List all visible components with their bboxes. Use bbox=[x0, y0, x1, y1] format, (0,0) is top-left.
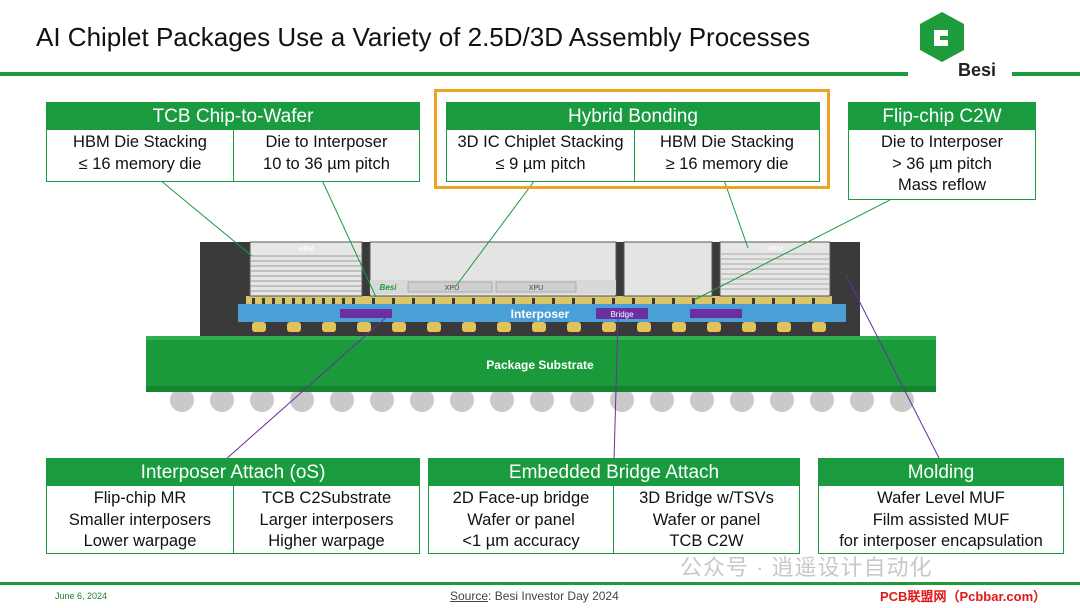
title-rule-right bbox=[1012, 72, 1080, 76]
bridge-col-2: 3D Bridge w/TSVs Wafer or panel TCB C2W bbox=[613, 486, 799, 553]
tcb-col-1: HBM Die Stacking ≤ 16 memory die bbox=[73, 133, 207, 173]
footer-source: Source: Besi Investor Day 2024 bbox=[450, 589, 619, 603]
title-rule bbox=[0, 72, 908, 76]
molding-box: Molding Wafer Level MUF Film assisted MU… bbox=[818, 458, 1064, 554]
logo-text: Besi bbox=[958, 60, 997, 80]
center-die bbox=[623, 241, 713, 297]
flip-col-1: Die to Interposer > 36 µm pitch Mass ref… bbox=[881, 133, 1003, 194]
package-substrate bbox=[146, 336, 936, 392]
hbm-left-label: HBM bbox=[298, 246, 314, 253]
hybrid-bonding-box: Hybrid Bonding 3D IC Chiplet Stacking ≤ … bbox=[446, 102, 820, 182]
embedded-bridge-attach-box: Embedded Bridge Attach 2D Face-up bridge… bbox=[428, 458, 800, 554]
molding-header: Molding bbox=[819, 459, 1063, 486]
flip-chip-c2w-box: Flip-chip C2W Die to Interposer > 36 µm … bbox=[848, 102, 1036, 200]
source-label: Source bbox=[450, 589, 489, 603]
bridge-header: Embedded Bridge Attach bbox=[429, 459, 799, 486]
micro-bumps bbox=[246, 296, 832, 304]
interposer-attach-col-2: TCB C2Substrate Larger interposers Highe… bbox=[233, 486, 419, 553]
interposer-attach-header: Interposer Attach (oS) bbox=[47, 459, 419, 486]
hbm-stack-left bbox=[249, 241, 363, 297]
flip-header: Flip-chip C2W bbox=[849, 103, 1035, 130]
logo-hexagon-icon bbox=[920, 12, 964, 62]
bridge-right bbox=[690, 309, 742, 318]
source-text: : Besi Investor Day 2024 bbox=[488, 589, 619, 603]
interposer-label: Interposer bbox=[511, 307, 570, 321]
hybrid-col-1: 3D IC Chiplet Stacking ≤ 9 µm pitch bbox=[457, 133, 624, 173]
page-title: AI Chiplet Packages Use a Variety of 2.5… bbox=[36, 22, 811, 52]
footer-date: June 6, 2024 bbox=[55, 591, 108, 601]
purple-callouts bbox=[224, 274, 941, 461]
besi-logo bbox=[920, 12, 964, 62]
green-callouts bbox=[159, 179, 891, 301]
hybrid-header: Hybrid Bonding bbox=[447, 103, 819, 130]
watermark-badge: PCB联盟网（Pcbbar.com） bbox=[880, 589, 1047, 604]
c4-bumps bbox=[252, 322, 826, 332]
xpu-label-1: XPU bbox=[445, 285, 459, 292]
tcb-header: TCB Chip-to-Wafer bbox=[47, 103, 419, 130]
solder-balls bbox=[170, 388, 914, 412]
interposer-attach-col-1: Flip-chip MR Smaller interposers Lower w… bbox=[68, 489, 212, 550]
bridge-col-1: 2D Face-up bridge Wafer or panel <1 µm a… bbox=[452, 489, 590, 550]
substrate-label: Package Substrate bbox=[486, 358, 594, 372]
interposer-attach-box: Interposer Attach (oS) Flip-chip MR Smal… bbox=[46, 458, 420, 554]
tcb-chip-to-wafer-box: TCB Chip-to-Wafer HBM Die Stacking ≤ 16 … bbox=[46, 102, 420, 182]
watermark: 公众号 · 逍遥设计自动化 bbox=[680, 555, 933, 580]
bridge-center bbox=[596, 308, 648, 319]
xpu-label-2: XPU bbox=[529, 285, 543, 292]
logo-mark-icon bbox=[934, 30, 948, 46]
bridge-label: Bridge bbox=[610, 310, 634, 319]
hbm-right-label: HBM bbox=[767, 246, 783, 253]
tcb-col-2: Die to Interposer 10 to 36 µm pitch bbox=[233, 130, 419, 181]
footer-rule bbox=[0, 582, 1080, 585]
bridge-left bbox=[340, 309, 392, 318]
besi-die-mark: Besi bbox=[380, 283, 398, 292]
hybrid-bonding-highlight bbox=[434, 89, 830, 189]
hybrid-col-2: HBM Die Stacking ≥ 16 memory die bbox=[634, 130, 819, 181]
molding-col-1: Wafer Level MUF Film assisted MUF for in… bbox=[839, 489, 1043, 550]
